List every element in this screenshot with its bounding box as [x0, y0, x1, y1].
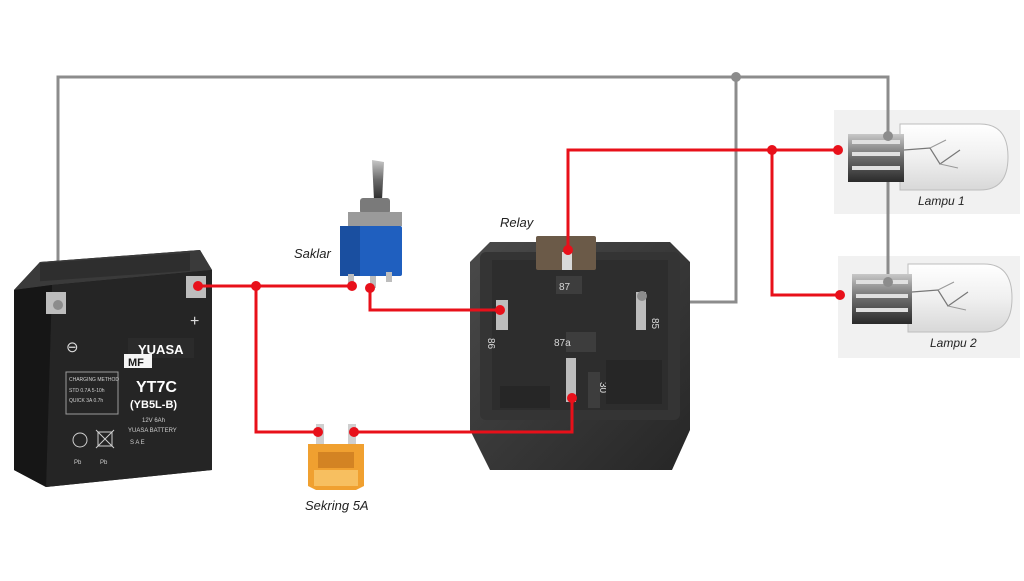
switch-label: Saklar	[294, 246, 331, 261]
relay-pin-87a-label: 87a	[554, 338, 571, 349]
switch-lever	[372, 160, 384, 200]
battery-rating: 12V 6Ah	[142, 418, 165, 424]
lamp1-filament	[903, 147, 961, 165]
relay-pin-86-label: 86	[485, 338, 496, 350]
battery-footer-brand: YUASA BATTERY	[128, 428, 177, 434]
battery-pb-2: Pb	[100, 460, 108, 466]
battery-std-line: STD 0.7A 5-10h	[69, 388, 105, 394]
switch-pin-2	[370, 276, 376, 288]
relay-pin-30-label: 30	[597, 382, 608, 394]
battery: + ⊖ YUASA MF YT7C (YB5L-B) 12V 6Ah YUASA…	[14, 250, 212, 487]
wire-junctions	[193, 145, 845, 437]
battery-quick-line: QUICK 3A 0.7h	[69, 398, 103, 404]
relay-label: Relay	[500, 215, 534, 230]
battery-pb-1: Pb	[74, 460, 82, 466]
lamp-1	[848, 123, 1009, 191]
battery-badge: MF	[128, 357, 144, 369]
positive-wires	[200, 148, 840, 434]
battery-brand: YUASA	[138, 342, 184, 357]
lamp2-filament	[911, 289, 969, 307]
no-dispose-icon	[97, 431, 113, 447]
battery-model: YT7C	[136, 379, 177, 396]
battery-model-alt: (YB5L-B)	[130, 399, 177, 411]
ground-points	[53, 131, 893, 310]
lamp2-label: Lampu 2	[930, 336, 977, 350]
battery-charging-label: CHARGING METHOD	[69, 377, 119, 383]
ground-junction	[731, 72, 741, 82]
toggle-switch	[340, 160, 402, 288]
relay: 87 86 85 87a 30	[470, 236, 690, 470]
relay-pin-86-blade	[496, 300, 508, 330]
fuse-label: Sekring 5A	[305, 498, 369, 513]
switch-pin-1	[348, 274, 354, 286]
recycle-icon	[72, 432, 88, 448]
switch-pin-3	[386, 272, 392, 282]
battery-minus-sign: ⊖	[66, 339, 79, 356]
battery-sae-label: S A E	[130, 440, 145, 446]
relay-pin-30-blade	[566, 358, 576, 402]
battery-plus-sign: +	[190, 313, 199, 330]
relay-pin-85-label: 85	[649, 318, 660, 330]
relay-pin-85-blade	[636, 292, 646, 330]
relay-pin-87-label: 87	[559, 282, 571, 293]
lamp1-label: Lampu 1	[918, 194, 965, 208]
lamp-2	[852, 263, 1013, 333]
